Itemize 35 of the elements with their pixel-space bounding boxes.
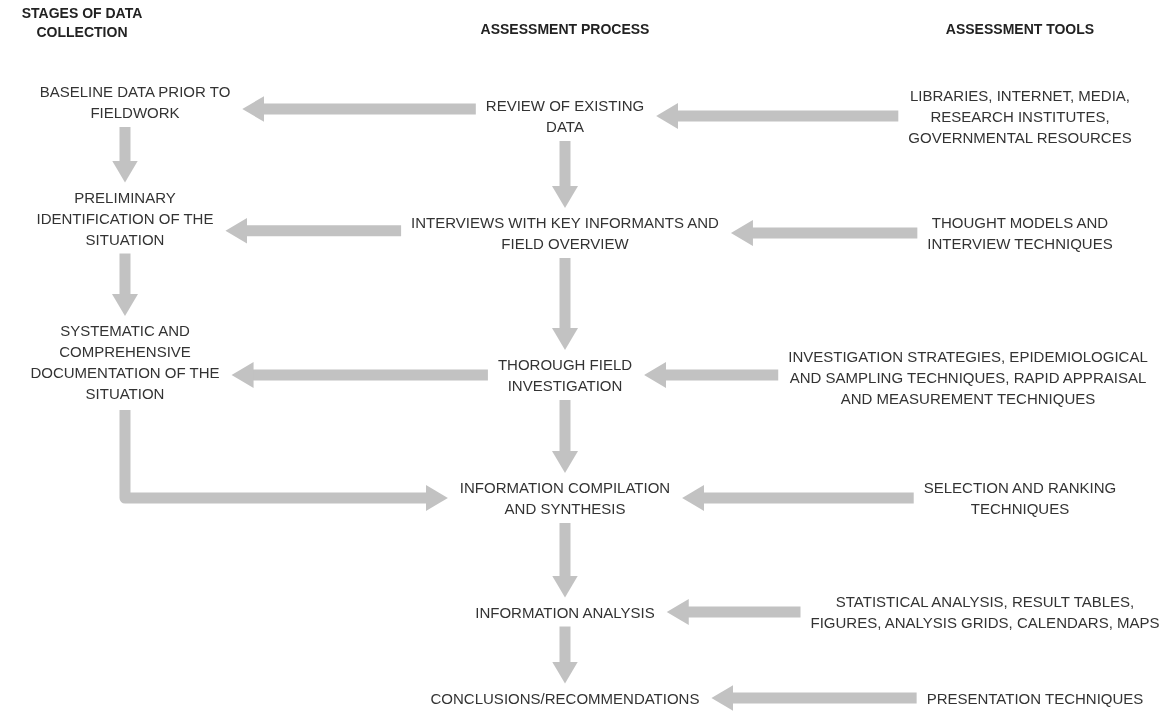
step-text: REVIEW OF EXISTING DATA (465, 95, 665, 137)
block-arrow (552, 258, 578, 350)
block-arrow (711, 685, 917, 711)
step-text: THOUGHT MODELS AND INTERVIEW TECHNIQUES (890, 212, 1150, 254)
step-text: INVESTIGATION STRATEGIES, EPIDEMIOLOGICAL AND SAMPLING TECHNIQUES, RAPID APPRAISAL AND MEASUREMENT TECHNIQUES (778, 345, 1158, 409)
step-text: STATISTICAL ANALYSIS, RESULT TABLES, FIGURES, ANALYSIS GRIDS, CALENDARS, MAPS (805, 591, 1163, 633)
block-arrow (656, 103, 899, 129)
block-arrow (666, 599, 801, 625)
block-arrow (730, 220, 918, 246)
block-arrow (644, 362, 779, 388)
block-arrow (231, 362, 488, 388)
block-arrow (552, 626, 578, 684)
step-text: SYSTEMATIC AND COMPREHENSIVE DOCUMENTATION OF THE SITUATION (5, 320, 245, 404)
step-text: PRESENTATION TECHNIQUES (905, 687, 1163, 709)
step-text: PRELIMINARY IDENTIFICATION OF THE SITUATION (15, 186, 235, 250)
step-text: LIBRARIES, INTERNET, MEDIA, RESEARCH INSTITUTES, GOVERNMENTAL RESOURCES (870, 84, 1163, 148)
step-text: INTERVIEWS WITH KEY INFORMANTS AND FIELD OVERVIEW (400, 212, 730, 254)
step-text: INFORMATION COMPILATION AND SYNTHESIS (455, 477, 675, 519)
step-text: CONCLUSIONS/RECOMMENDATIONS (415, 687, 715, 709)
block-arrow (552, 400, 578, 473)
column-heading: STAGES OF DATA COLLECTION (20, 4, 144, 42)
block-arrow (552, 523, 578, 598)
column-heading: ASSESSMENT PROCESS (479, 20, 651, 39)
column-heading: ASSESSMENT TOOLS (944, 20, 1096, 39)
step-text: SELECTION AND RANKING TECHNIQUES (890, 477, 1150, 519)
block-arrow (119, 410, 448, 511)
block-arrow (552, 141, 578, 208)
block-arrow (682, 485, 914, 511)
step-text: INFORMATION ANALYSIS (465, 601, 665, 623)
block-arrow (112, 253, 138, 316)
step-text: THOROUGH FIELD INVESTIGATION (465, 354, 665, 396)
block-arrow (112, 127, 138, 183)
block-arrow (242, 96, 476, 122)
step-text: BASELINE DATA PRIOR TO FIELDWORK (10, 81, 260, 123)
block-arrow (225, 217, 402, 244)
